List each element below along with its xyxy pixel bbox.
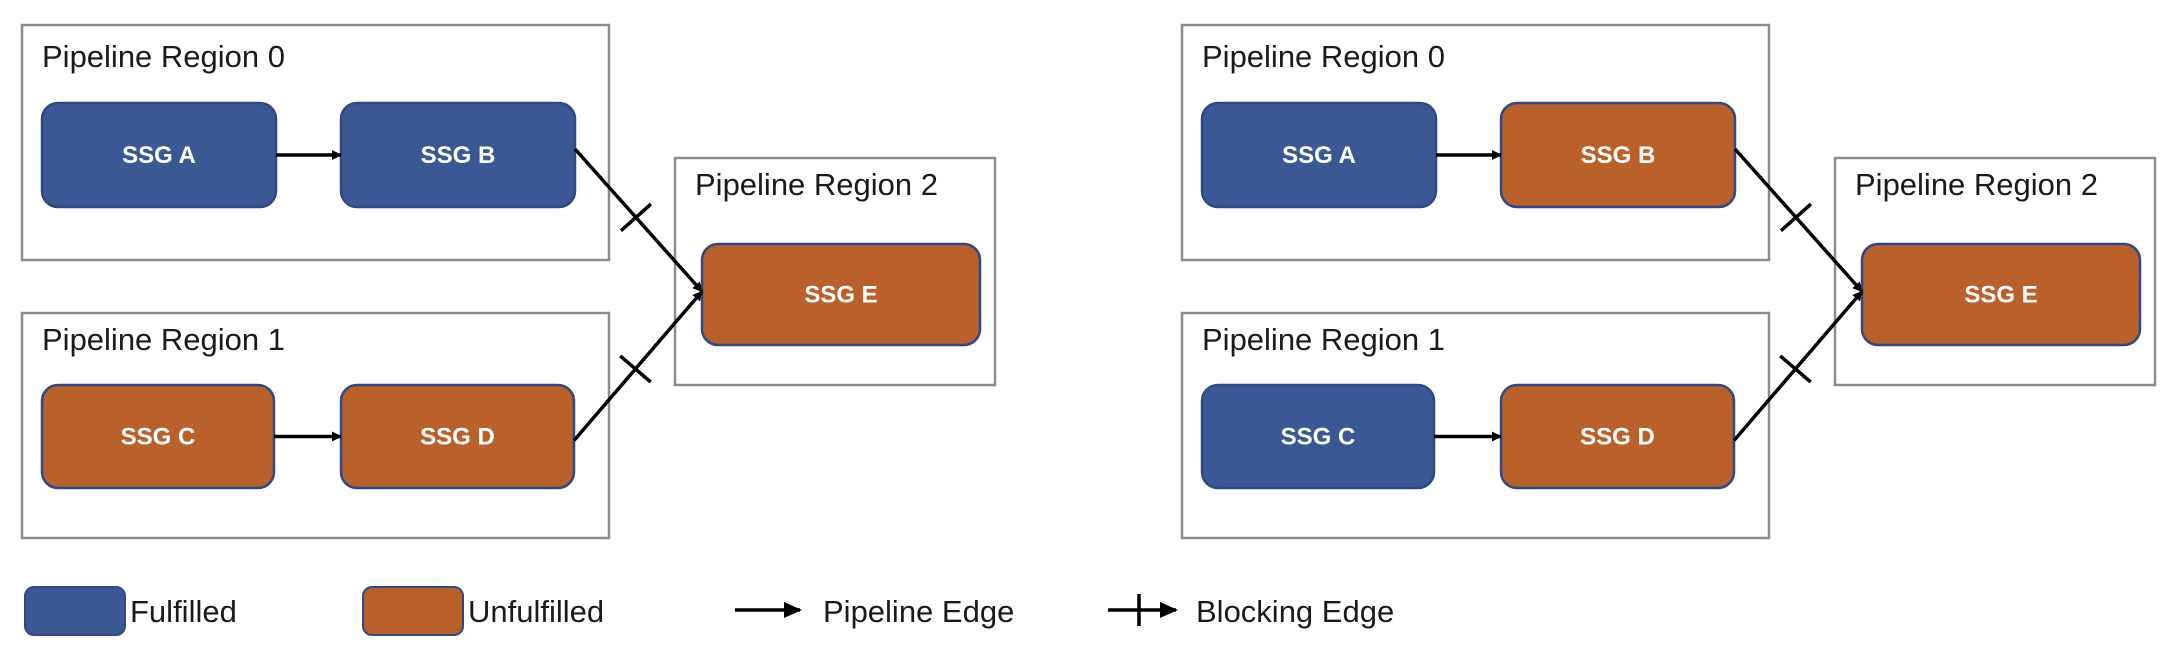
pipeline-region-0-box [20,23,611,262]
pipeline-region-0-box [1180,23,1771,262]
pipeline-region-1-label: Pipeline Region 1 [42,322,285,357]
blocking-edge-d-e [572,290,704,442]
ssg-a-label: SSG A [122,142,196,169]
pipeline-region-1-label: Pipeline Region 1 [1202,322,1445,357]
pipeline-region-0-label: Pipeline Region 0 [42,39,285,74]
ssg-d-label: SSG D [420,424,495,451]
ssg-b-label: SSG B [1581,142,1656,169]
blocking-tick-b-e [1779,202,1813,233]
ssg-b-label: SSG B [421,142,496,169]
blocking-tick-d-e [619,354,652,384]
ssg-c-label: SSG C [1281,424,1356,451]
diagram-1: Pipeline Region 0 Pipeline Region 1 Pipeli… [1180,23,2157,540]
pipeline-region-2-label: Pipeline Region 2 [695,167,938,202]
blocking-tick-d-e [1779,354,1812,384]
ssg-c-label: SSG C [121,424,196,451]
legend-blocking-edge-label: Blocking Edge [1196,594,1394,629]
blocking-edge-b-e [573,147,704,293]
pipeline-region-2-box [673,156,997,387]
ssg-e-label: SSG E [1964,282,2037,309]
legend-unfulfilled-swatch [362,586,464,636]
ssg-a-label: SSG A [1282,142,1356,169]
ssg-d-label: SSG D [1580,424,1655,451]
blocking-edge-d-e [1732,290,1864,442]
blocking-tick-b-e [619,202,653,233]
legend-unfulfilled-label: Unfulfilled [468,594,604,629]
legend: Fulfilled Unfulfilled Pipeline Edge Bloc… [24,586,1394,636]
pipeline-region-2-box [1833,156,2157,387]
ssg-e-label: SSG E [804,282,877,309]
legend-pipeline-edge-label: Pipeline Edge [823,594,1014,629]
legend-fulfilled-label: Fulfilled [130,594,237,629]
diagram-0: Pipeline Region 0 Pipeline Region 1 Pipeli… [20,23,997,540]
pipeline-region-1-box [1180,311,1771,540]
pipeline-region-2-label: Pipeline Region 2 [1855,167,2098,202]
pipeline-region-0-label: Pipeline Region 0 [1202,39,1445,74]
pipeline-region-1-box [20,311,611,540]
legend-fulfilled-swatch [24,586,126,636]
blocking-edge-b-e [1733,147,1864,293]
